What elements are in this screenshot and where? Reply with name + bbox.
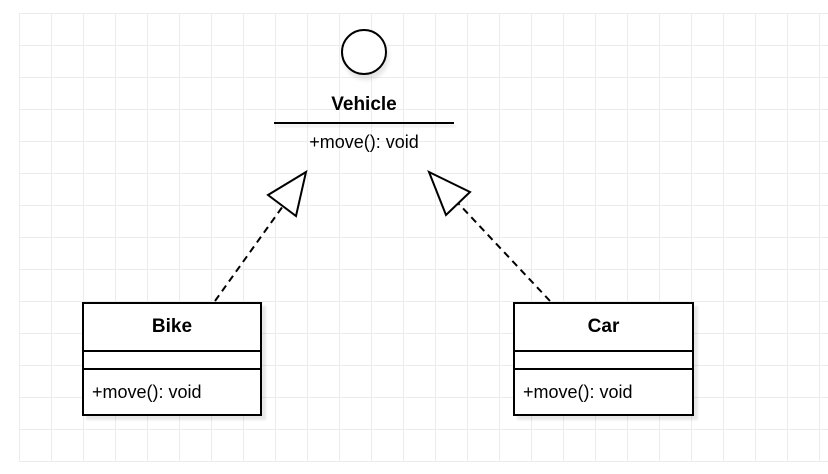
- hollow-triangle-arrowhead-icon[interactable]: [427, 169, 472, 217]
- interface-divider-line: [274, 122, 454, 124]
- class-shape-bike[interactable]: Bike +move(): void: [82, 302, 262, 416]
- attributes-compartment: [84, 352, 260, 368]
- class-name-label: Car: [587, 316, 620, 337]
- hollow-triangle-arrowhead-icon[interactable]: [266, 169, 308, 218]
- interface-name-label: Vehicle: [331, 94, 397, 115]
- realization-edge-bike-to-vehicle[interactable]: [214, 169, 308, 302]
- compartment-divider-line: [84, 368, 260, 370]
- realization-edge-line[interactable]: [214, 205, 284, 302]
- class-method-label: +move(): void: [523, 381, 633, 402]
- class-name-label: Bike: [151, 316, 193, 337]
- realization-edge-car-to-vehicle[interactable]: [427, 169, 551, 302]
- interface-lollipop-circle-icon[interactable]: [341, 29, 387, 75]
- interface-shape-vehicle[interactable]: Vehicle +move(): void: [274, 29, 454, 158]
- compartment-divider-line: [515, 368, 692, 370]
- compartment-divider-line: [84, 350, 260, 352]
- class-method-label: +move(): void: [92, 381, 202, 402]
- attributes-compartment: [515, 352, 692, 368]
- interface-method-label: +move(): void: [309, 131, 419, 152]
- class-shape-car[interactable]: Car +move(): void: [513, 302, 694, 416]
- compartment-divider-line: [515, 350, 692, 352]
- realization-edge-line[interactable]: [457, 202, 551, 302]
